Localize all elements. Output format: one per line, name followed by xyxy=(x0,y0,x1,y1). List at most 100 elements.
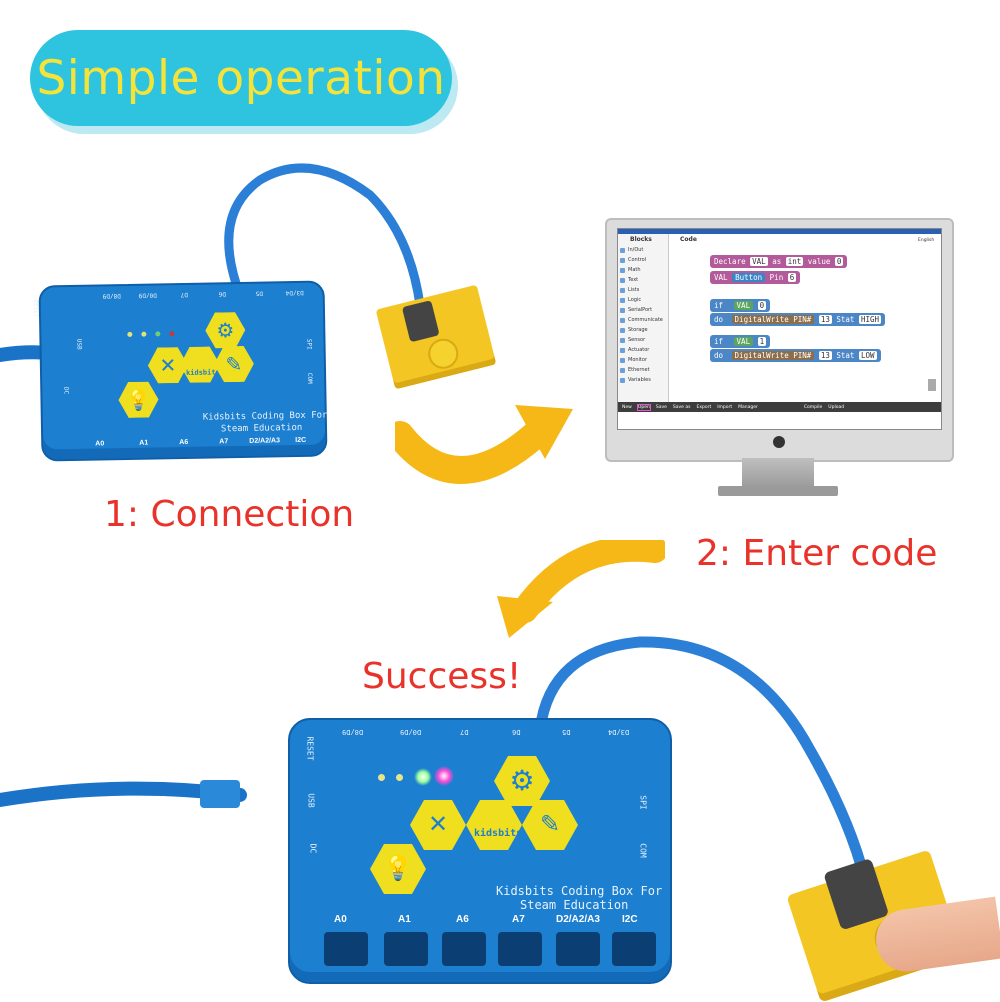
low-chip: LOW xyxy=(858,351,877,360)
block-declare[interactable]: Declare VAL as int value 0 xyxy=(710,255,848,268)
caption-line2-b: Steam Education xyxy=(520,898,629,912)
caption-line1-b: Kidsbits Coding Box For xyxy=(496,884,663,898)
toolbar-import[interactable]: Import xyxy=(717,404,733,410)
sidebar-item-inout[interactable]: In/Out xyxy=(618,245,668,255)
block-assign[interactable]: VAL Button Pin 6 xyxy=(710,271,801,284)
monitor-base xyxy=(718,486,838,496)
sidebar-item-text[interactable]: Text xyxy=(618,275,668,285)
pencil-icon-b: ✎ xyxy=(539,810,561,838)
arrow-right-icon xyxy=(395,405,573,484)
toolbar-upload[interactable]: Upload xyxy=(828,404,845,410)
sidebar-item-monitor[interactable]: Monitor xyxy=(618,355,668,365)
port-top-b3: D7 xyxy=(460,728,469,736)
sidebar-item-communicate[interactable]: Communicate xyxy=(618,315,668,325)
type-chip: int xyxy=(785,257,804,266)
toolbar-manager[interactable]: Manager xyxy=(738,404,758,410)
sidebar-item-actuator[interactable]: Actuator xyxy=(618,345,668,355)
sidebar-item-control[interactable]: Control xyxy=(618,255,668,265)
label-spi-b: SPI xyxy=(638,795,648,810)
trash-icon[interactable] xyxy=(928,379,936,391)
led-pink-lit xyxy=(434,766,454,786)
digitalwrite-1: DigitalWrite PIN# xyxy=(731,315,815,324)
power-button-icon xyxy=(773,436,785,448)
toolbar-compile[interactable]: Compile xyxy=(803,404,823,410)
led-2 xyxy=(141,331,147,337)
toolbar-save-as[interactable]: Save as xyxy=(672,404,691,410)
port-socket-3 xyxy=(442,932,486,966)
toolbar-open[interactable]: Open xyxy=(636,403,651,411)
coding-box-bottom: RESET USB DC SPI COM D8/D9 D0/D9 D7 D6 D… xyxy=(288,718,672,984)
port-top-3: D7 xyxy=(180,290,188,299)
sidebar-item-logic[interactable]: Logic xyxy=(618,295,668,305)
pin13-2: 13 xyxy=(818,351,832,360)
caption-line1: Kidsbits Coding Box For xyxy=(202,410,328,423)
led-1 xyxy=(127,331,133,337)
block-if-1[interactable]: if VAL 0 xyxy=(710,299,771,312)
bulb-icon-b: 💡 xyxy=(383,854,413,882)
led-4 xyxy=(169,331,175,337)
label-spi: SPI xyxy=(305,338,313,350)
toolbar-export[interactable]: Export xyxy=(696,404,712,410)
pin13-1: 13 xyxy=(818,315,832,324)
window-titlebar xyxy=(618,229,941,234)
port-socket-2 xyxy=(384,932,428,966)
sidebar-item-variables[interactable]: Variables xyxy=(618,375,668,385)
sidebar: Blocks In/Out Control Math Text Lists Lo… xyxy=(618,234,669,402)
toolbar-new[interactable]: New xyxy=(622,404,632,410)
if-label-2: if xyxy=(714,337,724,346)
label-usb: USB xyxy=(75,338,83,350)
var-compare-2: VAL xyxy=(733,337,754,346)
port-d2-b: D2/A2/A3 xyxy=(556,914,600,925)
label-dc-b: DC xyxy=(308,843,318,854)
port-d2: D2/A2/A3 xyxy=(249,437,281,445)
port-a7: A7 xyxy=(219,438,229,446)
tab-code[interactable]: Code xyxy=(680,236,697,243)
arrow-left-icon xyxy=(497,540,665,638)
port-top-4: D6 xyxy=(218,290,226,298)
pin-value-chip: 6 xyxy=(787,273,797,282)
ribbon-cable-bottom xyxy=(534,636,871,886)
software-screen: Blocks In/Out Control Math Text Lists Lo… xyxy=(617,228,942,430)
sidebar-header: Blocks xyxy=(630,236,652,243)
as-label: as xyxy=(772,257,782,266)
pencil-icon: ✎ xyxy=(225,351,243,377)
sidebar-item-lists[interactable]: Lists xyxy=(618,285,668,295)
gear-icon-b: ⚙ xyxy=(509,763,535,797)
sidebar-item-serialport[interactable]: SerialPort xyxy=(618,305,668,315)
port-a6-b: A6 xyxy=(456,914,469,925)
logo-text-b: kidsbits xyxy=(474,828,523,839)
label-com-b: COM xyxy=(638,843,648,858)
stat-1: Stat xyxy=(836,315,855,324)
block-do-2[interactable]: do DigitalWrite PIN# 13 Stat LOW xyxy=(710,349,881,362)
label-reset-b: RESET xyxy=(305,736,315,761)
button-chip: Button xyxy=(732,273,766,282)
caption-line2: Steam Education xyxy=(220,422,303,435)
led-b2 xyxy=(396,774,403,781)
port-socket-5 xyxy=(556,932,600,966)
sidebar-item-ethernet[interactable]: Ethernet xyxy=(618,365,668,375)
toolbar-save[interactable]: Save xyxy=(655,404,667,410)
coding-box-top: RESET USB DC SPI COM D8/D9 D0/D9 D7 D6 D… xyxy=(32,280,328,462)
step-connection-label: 1: Connection xyxy=(104,494,355,535)
title-banner: Simple operation xyxy=(30,30,452,126)
monitor-stand xyxy=(742,458,814,488)
port-top-b4: D6 xyxy=(512,728,521,736)
ribbon-cable-top xyxy=(224,163,425,310)
port-a0: A0 xyxy=(95,440,105,448)
block-do-1[interactable]: do DigitalWrite PIN# 13 Stat HIGH xyxy=(710,313,886,326)
var-compare-1: VAL xyxy=(733,301,754,310)
port-top-5: D5 xyxy=(255,289,263,297)
var-label: VAL xyxy=(714,273,728,282)
sidebar-item-math[interactable]: Math xyxy=(618,265,668,275)
led-b1 xyxy=(378,774,385,781)
label-dc: DC xyxy=(62,386,70,395)
block-if-2[interactable]: if VAL 1 xyxy=(710,335,771,348)
digitalwrite-2: DigitalWrite PIN# xyxy=(731,351,815,360)
do-label-2: do xyxy=(714,351,724,360)
port-top-b6: D3/D4 xyxy=(608,728,630,736)
sidebar-item-storage[interactable]: Storage xyxy=(618,325,668,335)
language-select[interactable]: English xyxy=(918,238,935,243)
high-chip: HIGH xyxy=(858,315,882,324)
port-socket-4 xyxy=(498,932,542,966)
sidebar-item-sensor[interactable]: Sensor xyxy=(618,335,668,345)
